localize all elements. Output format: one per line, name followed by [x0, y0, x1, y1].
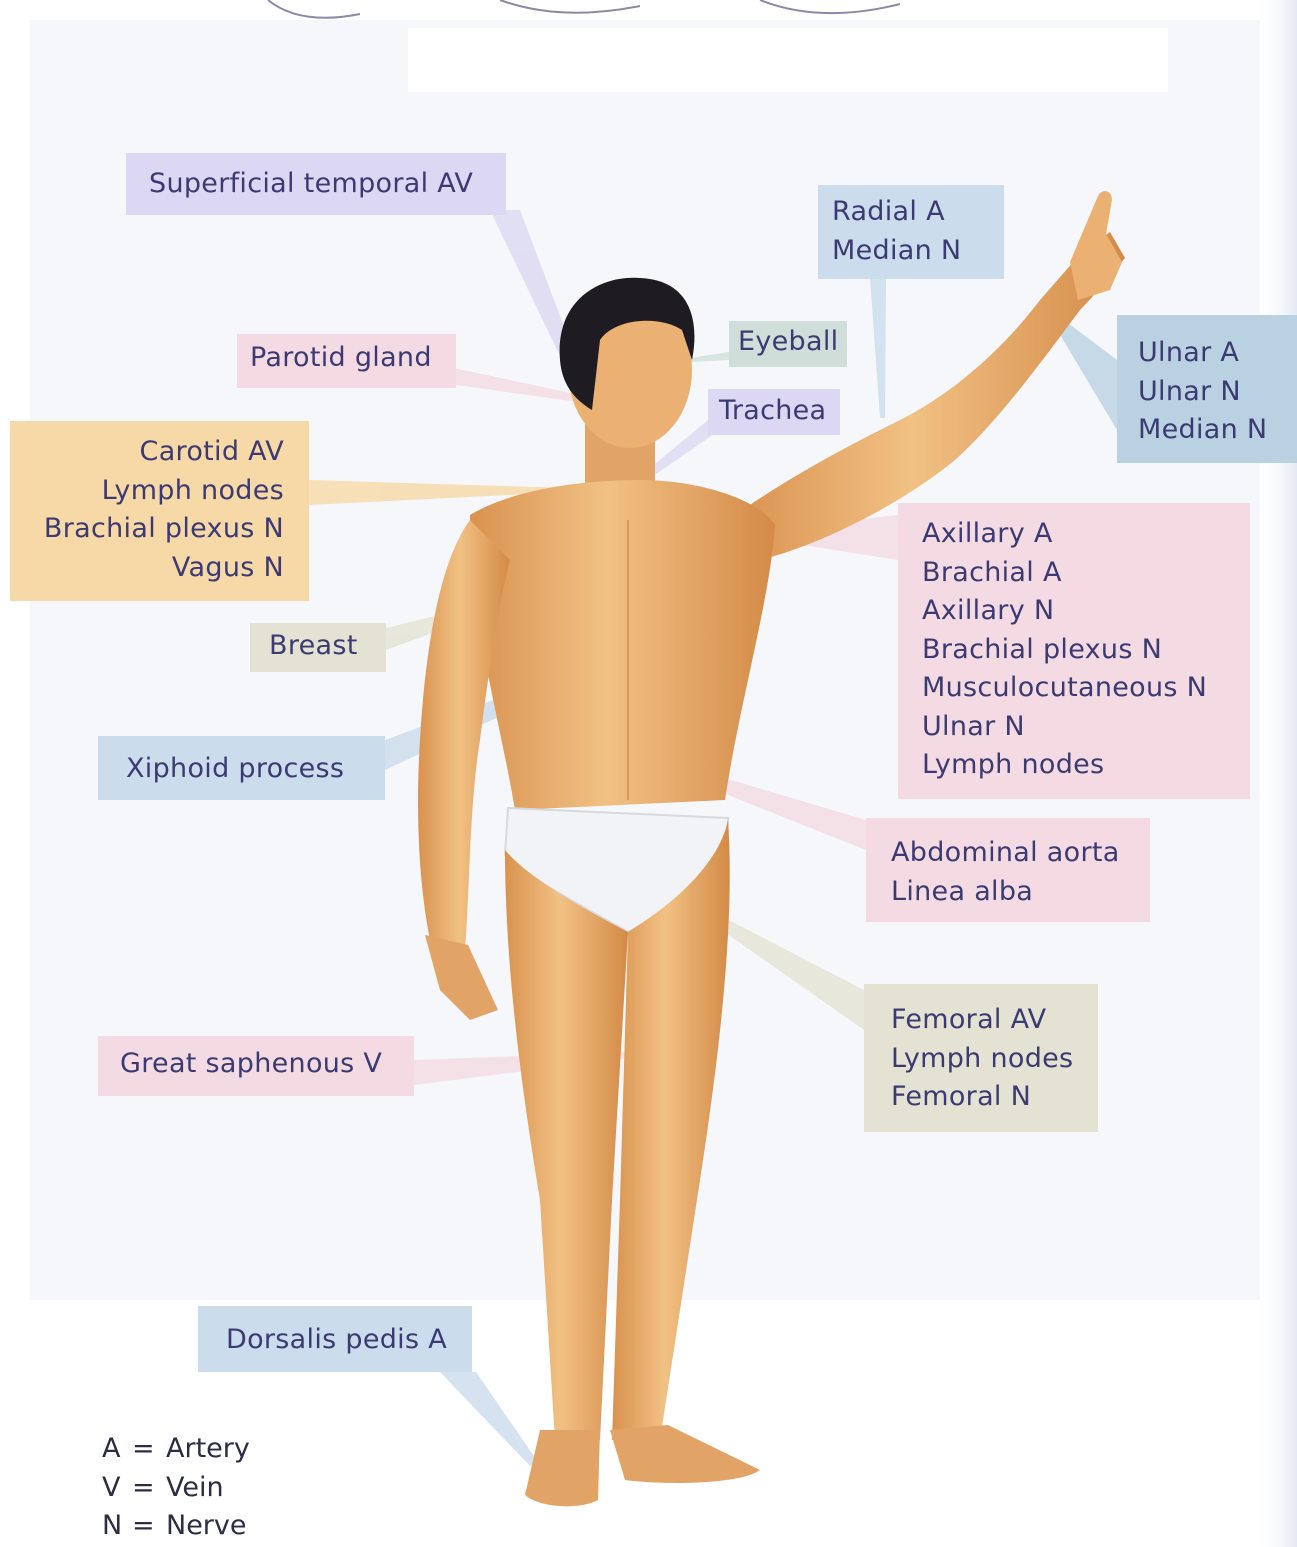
- header-flourish: [268, 0, 900, 18]
- label-line: Abdominal aorta: [891, 834, 1150, 873]
- legend-row: V = Vein: [102, 1469, 250, 1508]
- label-line: Ulnar N: [1138, 373, 1297, 412]
- label-line: Median N: [1138, 411, 1297, 450]
- label-line: Brachial plexus N: [10, 510, 284, 549]
- label-trachea: Trachea: [708, 389, 840, 435]
- left-foot: [525, 1430, 600, 1506]
- label-line: Ulnar A: [1138, 334, 1297, 373]
- legend-row: A = Artery: [102, 1430, 250, 1469]
- legend-equals: =: [132, 1469, 166, 1508]
- label-line: Femoral N: [891, 1078, 1098, 1117]
- label-breast: Breast: [250, 623, 386, 672]
- label-line: Axillary N: [922, 592, 1250, 631]
- label-superficial-temporal-av: Superficial temporal AV: [126, 153, 506, 215]
- legend-row: N = Nerve: [102, 1507, 250, 1546]
- label-line: Linea alba: [891, 873, 1150, 912]
- legend-value: Nerve: [166, 1507, 247, 1546]
- legend-equals: =: [132, 1430, 166, 1469]
- label-line: Xiphoid process: [126, 750, 385, 789]
- label-eyeball: Eyeball: [729, 321, 847, 367]
- legend-key: V: [102, 1469, 132, 1508]
- pointer-dorsalis: [440, 1372, 538, 1466]
- label-carotid-group: Carotid AV Lymph nodes Brachial plexus N…: [10, 421, 309, 601]
- label-great-saphenous-v: Great saphenous V: [98, 1036, 414, 1096]
- label-dorsalis-pedis-a: Dorsalis pedis A: [198, 1306, 472, 1372]
- legend-key: N: [102, 1507, 132, 1546]
- label-radial-median: Radial A Median N: [818, 185, 1004, 279]
- label-line: Superficial temporal AV: [149, 165, 506, 204]
- legend-key: A: [102, 1430, 132, 1469]
- label-abdominal-group: Abdominal aorta Linea alba: [866, 818, 1150, 922]
- label-axillary-group: Axillary A Brachial A Axillary N Brachia…: [898, 503, 1250, 799]
- label-line: Carotid AV: [10, 433, 284, 472]
- legend-value: Artery: [166, 1430, 250, 1469]
- label-line: Vagus N: [10, 549, 284, 588]
- label-line: Lymph nodes: [10, 472, 284, 511]
- label-line: Lymph nodes: [922, 746, 1250, 785]
- label-line: Radial A: [832, 193, 1004, 232]
- torso: [470, 480, 775, 810]
- label-line: Breast: [269, 627, 386, 666]
- label-line: Musculocutaneous N: [922, 669, 1250, 708]
- right-foot: [610, 1425, 760, 1483]
- label-line: Ulnar N: [922, 708, 1250, 747]
- label-line: Trachea: [719, 392, 840, 431]
- label-line: Brachial A: [922, 554, 1250, 593]
- label-femoral-group: Femoral AV Lymph nodes Femoral N: [864, 984, 1098, 1132]
- label-ulnar-median: Ulnar A Ulnar N Median N: [1117, 315, 1297, 463]
- label-line: Lymph nodes: [891, 1040, 1098, 1079]
- label-parotid-gland: Parotid gland: [237, 334, 456, 388]
- label-line: Great saphenous V: [120, 1045, 414, 1084]
- header-blank: [408, 28, 1168, 92]
- label-line: Brachial plexus N: [922, 631, 1250, 670]
- legend-equals: =: [132, 1507, 166, 1546]
- label-line: Median N: [832, 232, 1004, 271]
- legend-value: Vein: [166, 1469, 224, 1508]
- label-line: Eyeball: [738, 323, 847, 362]
- label-xiphoid-process: Xiphoid process: [98, 736, 385, 800]
- label-line: Dorsalis pedis A: [226, 1321, 472, 1360]
- abbreviation-legend: A = Artery V = Vein N = Nerve: [102, 1430, 250, 1546]
- label-line: Femoral AV: [891, 1001, 1098, 1040]
- page-edge: [1255, 0, 1297, 1547]
- label-line: Parotid gland: [250, 339, 456, 378]
- label-line: Axillary A: [922, 515, 1250, 554]
